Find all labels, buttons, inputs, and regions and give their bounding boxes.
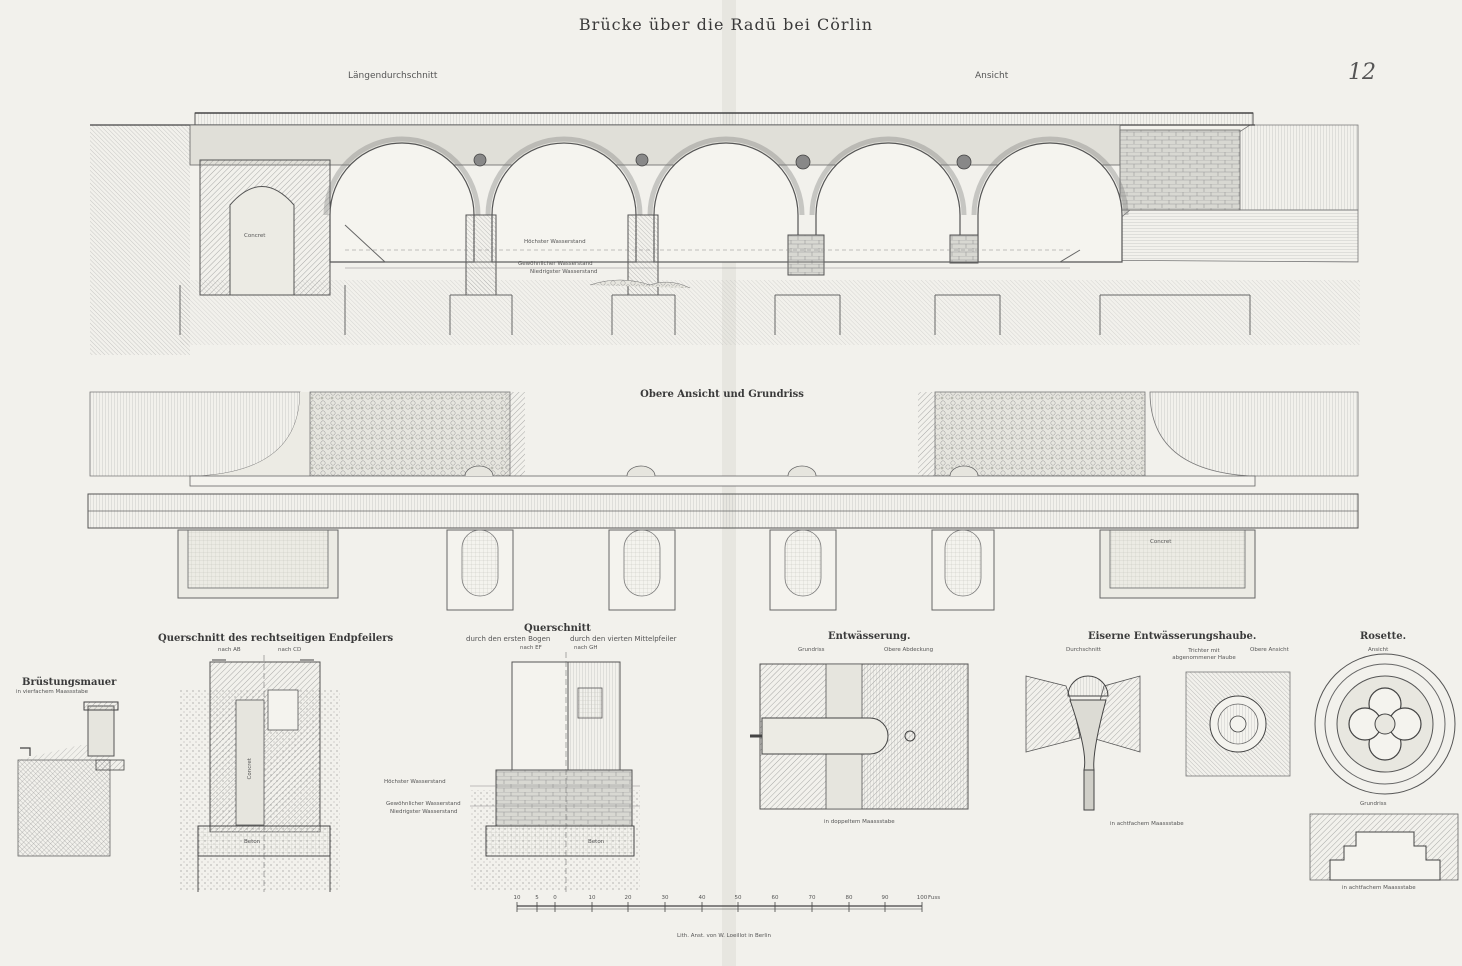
label-concrete-xs: Concret <box>246 758 253 780</box>
section-title-parapet: Brüstungsmauer <box>22 677 117 688</box>
iron-hood-detail <box>1025 671 1291 811</box>
cross-first-arch: durch den ersten Bogen <box>466 635 551 643</box>
label-low-water-xs: Niedrigster Wasserstand <box>390 809 458 815</box>
scale-tick-label: 60 <box>771 895 779 901</box>
scale-bar <box>516 902 923 912</box>
rosette-plan-label: Grundriss <box>1360 801 1387 807</box>
section-title-drainage: Entwässerung. <box>828 631 911 642</box>
label-beton-1: Beton <box>244 839 261 845</box>
scale-tick-label: 30 <box>661 895 669 901</box>
drainage-detail <box>750 663 969 810</box>
section-title-longitudinal: Längendurchschnitt <box>348 71 438 81</box>
end-pier-section <box>180 655 340 892</box>
parapet-detail <box>17 701 125 857</box>
label-beton-2: Beton <box>588 839 605 845</box>
label-high-water: Höchster Wasserstand <box>524 239 586 245</box>
label-concrete-plan: Concret <box>1150 539 1172 545</box>
scale-tick-label: 20 <box>624 895 632 901</box>
section-title-elevation: Ansicht <box>975 71 1009 81</box>
scale-tick-label: 0 <box>553 895 557 901</box>
label-high-water-xs: Höchster Wasserstand <box>384 779 446 785</box>
drainage-top-label: Obere Abdeckung <box>884 647 934 653</box>
page-number: 12 <box>1348 60 1376 85</box>
scale-tick-label: 40 <box>698 895 706 901</box>
hood-funnel-label: Trichter mit abgenommener Haube <box>1172 648 1236 661</box>
section-title-hood: Eiserne Entwässerungshaube. <box>1088 631 1257 642</box>
scale-tick-label: 90 <box>881 895 889 901</box>
label-normal-water: Gewöhnlicher Wasserstand <box>518 261 593 267</box>
label-concrete: Concret <box>244 233 266 239</box>
lithographer-imprint: Lith. Anst. von W. Loeillot in Berlin <box>677 933 771 939</box>
cross-fourth-pier: durch den vierten Mittelpfeiler <box>570 635 677 643</box>
section-title-plan: Obere Ansicht und Grundriss <box>640 389 804 400</box>
drawing-title: Brücke über die Radū bei Cörlin <box>578 15 874 34</box>
scale-tick-label: 100 <box>916 895 928 901</box>
rosette-view-label: Ansicht <box>1368 647 1389 653</box>
cross-gh: nach GH <box>574 645 598 651</box>
scale-tick-label: 5 <box>535 895 539 901</box>
scale-unit: Fuss <box>928 895 941 901</box>
scale-tick-label: 70 <box>808 895 816 901</box>
scale-tick-label: 10 <box>588 895 596 901</box>
section-title-end-pier: Querschnitt des rechtseitigen Endpfeiler… <box>158 633 394 644</box>
bridge-plan <box>87 391 1359 611</box>
label-normal-water-xs: Gewöhnlicher Wasserstand <box>386 801 461 807</box>
scale-tick-label: 50 <box>734 895 742 901</box>
parapet-scale: in vierfachem Maassstabe <box>16 689 88 695</box>
hood-top-label: Obere Ansicht <box>1250 647 1289 653</box>
label-low-water: Niedrigster Wasserstand <box>530 269 598 275</box>
section-title-cross: Querschnitt <box>524 623 591 634</box>
end-pier-ab: nach AB <box>218 647 241 653</box>
hood-scale: in achtfachem Maassstabe <box>1110 821 1184 827</box>
drainage-plan-label: Grundriss <box>798 647 825 653</box>
bridge-elevation <box>90 112 1360 355</box>
cross-section <box>470 652 640 892</box>
end-pier-cd: nach CD <box>278 647 302 653</box>
drainage-scale: in doppeltem Maassstabe <box>824 819 895 825</box>
rosette-detail <box>1309 653 1459 881</box>
scale-tick-label: 80 <box>845 895 853 901</box>
rosette-scale: in achtfachem Maassstabe <box>1342 885 1416 891</box>
scale-tick-label: 10 <box>513 895 521 901</box>
cross-ef: nach EF <box>520 645 542 651</box>
section-title-rosette: Rosette. <box>1360 631 1407 642</box>
hood-section-label: Durchschnitt <box>1066 647 1102 653</box>
